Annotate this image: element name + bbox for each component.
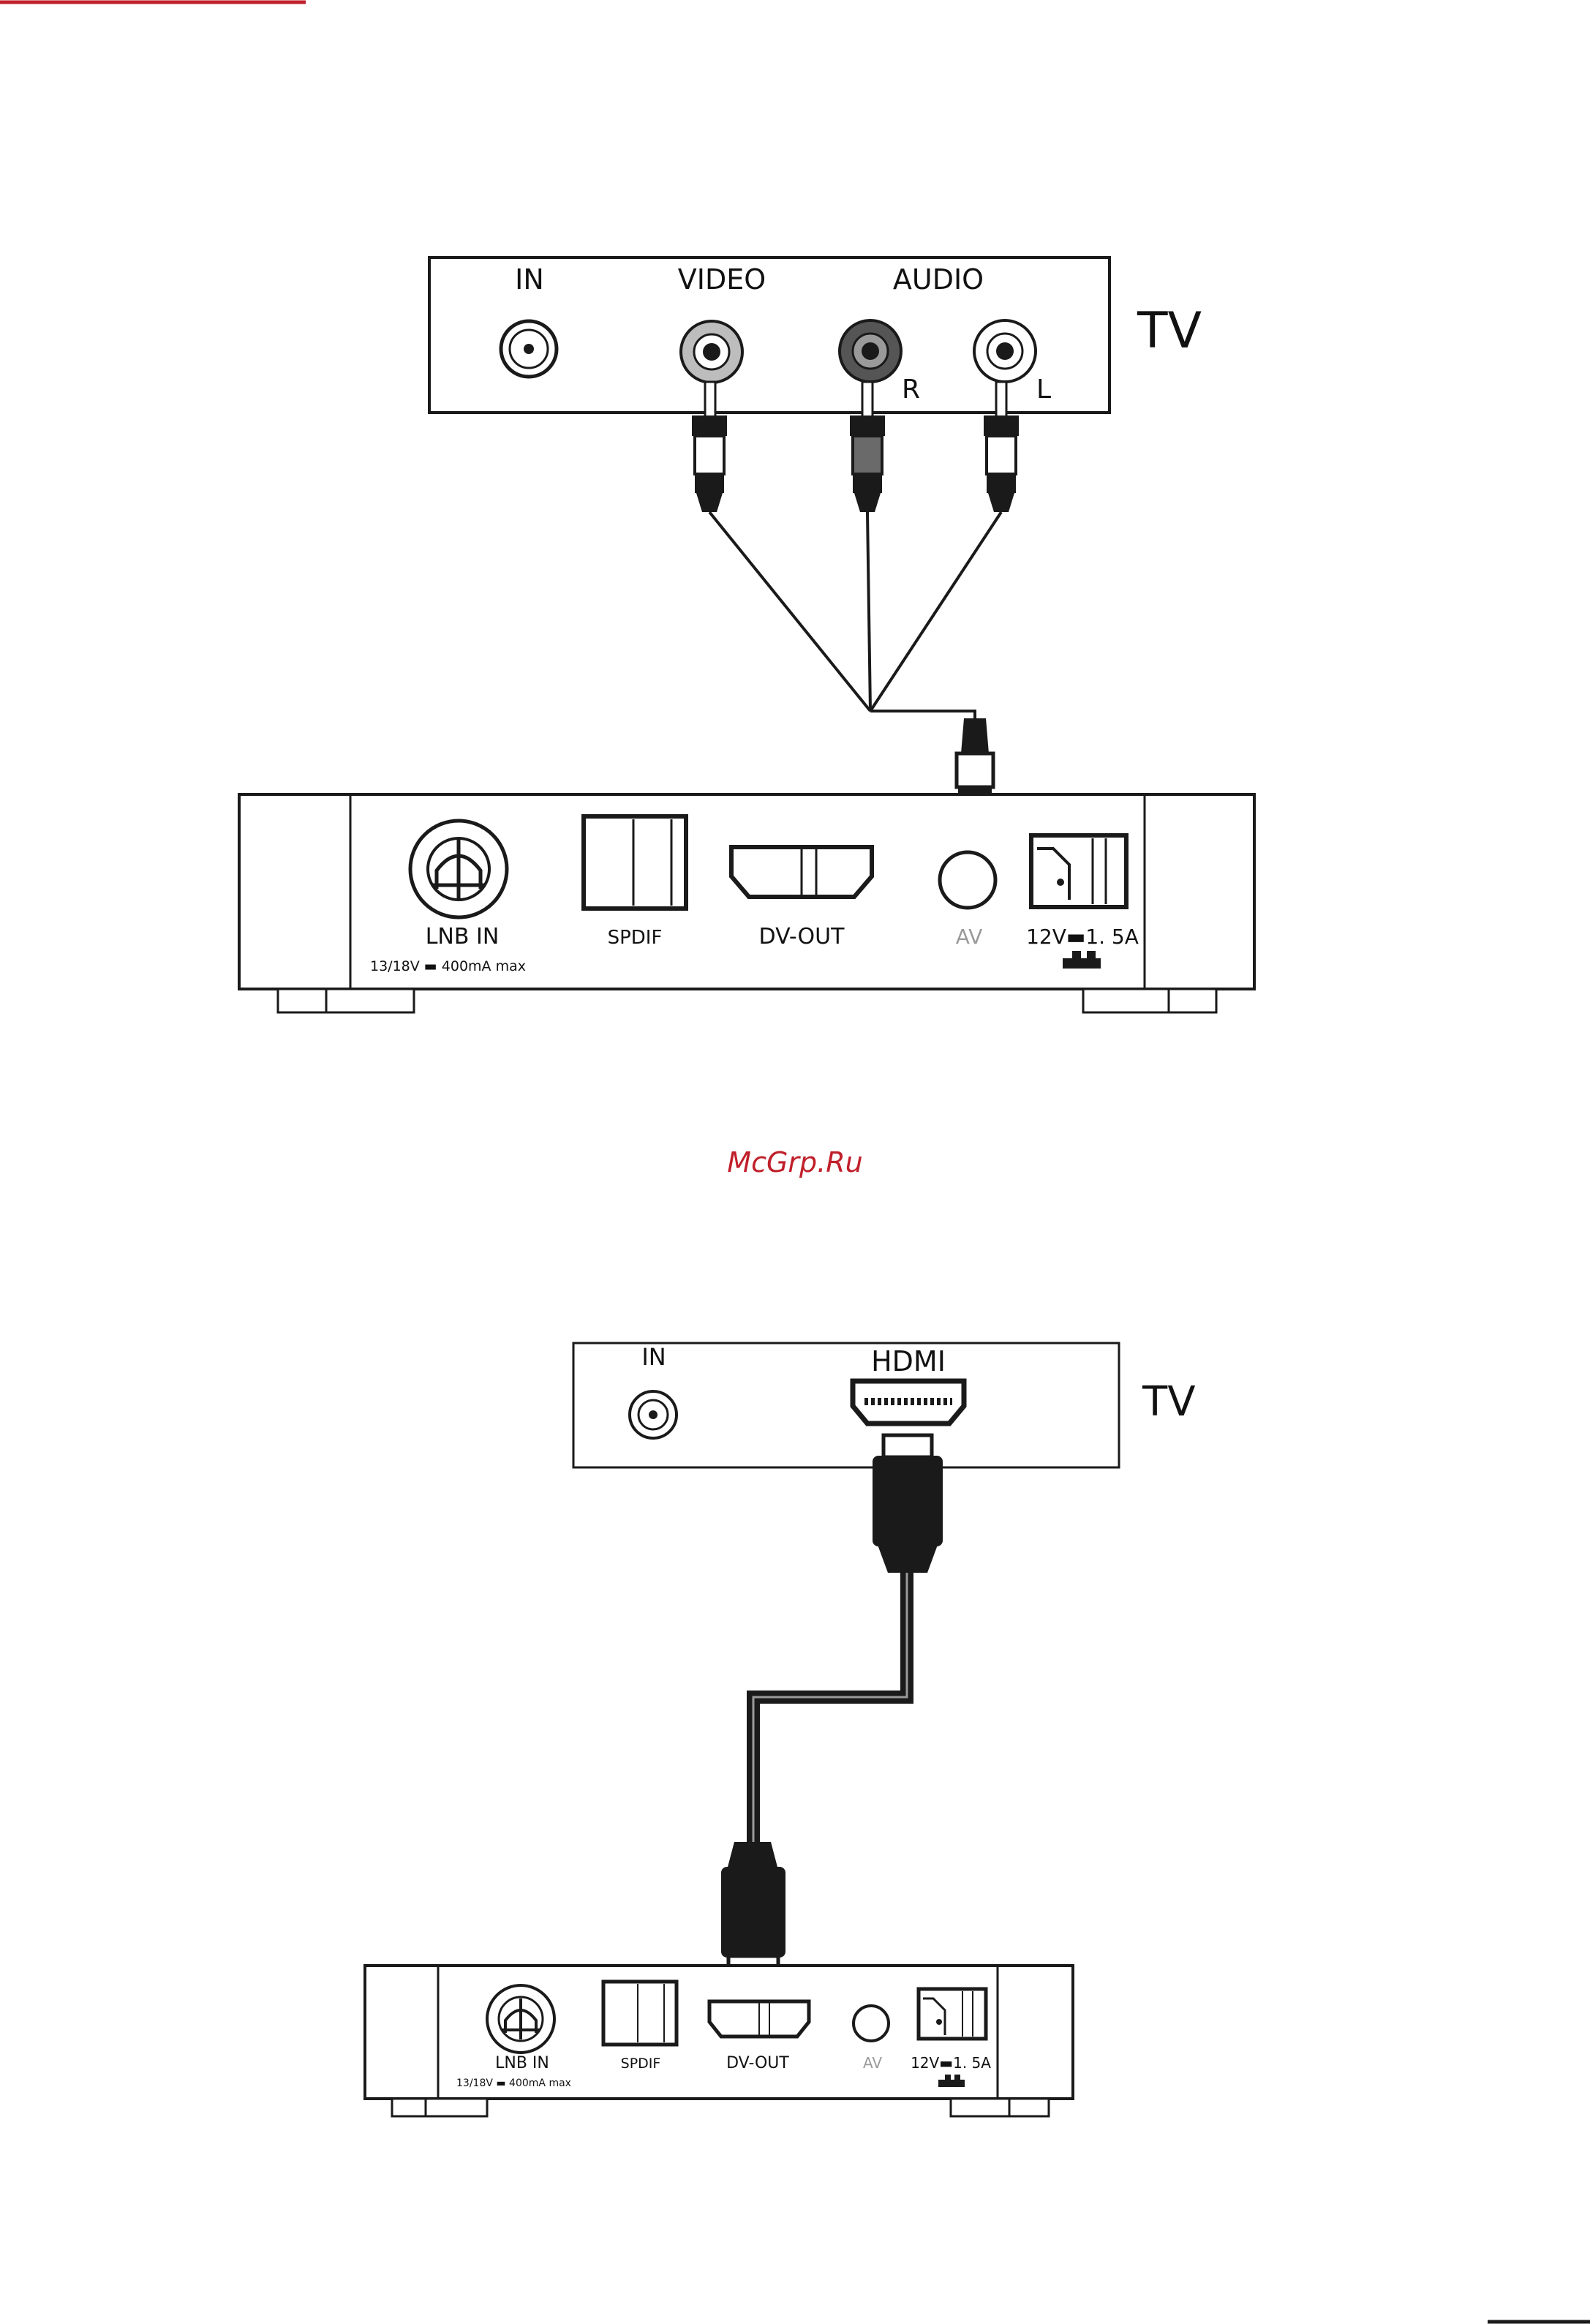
tv-video-label: VIDEO [678, 263, 766, 296]
watermark: McGrp.Ru [727, 1146, 862, 1178]
receiver-lnb-spec-label: 13/18V ▬ 400mA max [370, 958, 526, 974]
receiver-power-label-hdmi: 12V▬1. 5A [911, 2054, 991, 2072]
receiver-power-port-hdmi [919, 1989, 986, 2039]
receiver-lnb-in-label-hdmi: LNB IN [495, 2054, 549, 2072]
hdmi-plug-tv-end [873, 1435, 943, 1573]
tv-video-jack [681, 321, 742, 383]
tv-hdmi-port [853, 1381, 964, 1424]
receiver-lnb-in-port-hdmi [487, 1985, 554, 2053]
receiver-spdif-port-hdmi [603, 1982, 677, 2045]
tv-hdmi-label: HDMI [871, 1345, 946, 1377]
receiver-dv-out-port-hdmi [709, 2001, 809, 2037]
receiver-dv-out-label-hdmi: DV-OUT [726, 2054, 789, 2072]
receiver-spdif-label-hdmi: SPDIF [621, 2056, 661, 2072]
tv-audio-label: AUDIO [893, 263, 984, 296]
tv-in-label-hdmi: IN [641, 1343, 666, 1371]
receiver-power-port [1031, 835, 1126, 907]
receiver-lnb-spec-label-hdmi: 13/18V ▬ 400mA max [456, 2077, 571, 2089]
tv-antenna-in-port [501, 321, 557, 377]
receiver-av-label: AV [956, 925, 983, 949]
hdmi-cable [753, 1573, 907, 1873]
receiver-av-port [940, 852, 995, 908]
receiver-dv-out-label: DV-OUT [759, 924, 845, 949]
receiver-lnb-in-label: LNB IN [426, 924, 500, 949]
av-connection-diagram: IN VIDEO AUDIO TV R L [239, 257, 1254, 1012]
receiver-spdif-label: SPDIF [608, 927, 663, 949]
receiver-power-label: 12V▬1. 5A [1026, 925, 1139, 949]
tv-name-label-hdmi: TV [1142, 1378, 1196, 1426]
tv-antenna-in-port-hdmi [630, 1391, 677, 1438]
receiver-lnb-in-port [410, 821, 507, 917]
receiver-dv-out-port [731, 847, 872, 897]
tv-audio-r-label: R [902, 375, 920, 405]
tv-audio-l-jack [974, 320, 1036, 382]
hdmi-connection-diagram: IN HDMI TV [365, 1343, 1196, 2116]
receiver-spdif-port [584, 816, 686, 909]
tv-audio-l-label: L [1036, 375, 1051, 405]
tv-in-label: IN [515, 263, 544, 296]
tv-name-label: TV [1137, 302, 1202, 360]
receiver-av-port-hdmi [854, 2006, 889, 2041]
tv-audio-r-jack [840, 320, 901, 382]
hdmi-plug-receiver-end [721, 1842, 785, 1975]
av-cable [709, 512, 1001, 718]
receiver-av-label-hdmi: AV [863, 2054, 882, 2072]
